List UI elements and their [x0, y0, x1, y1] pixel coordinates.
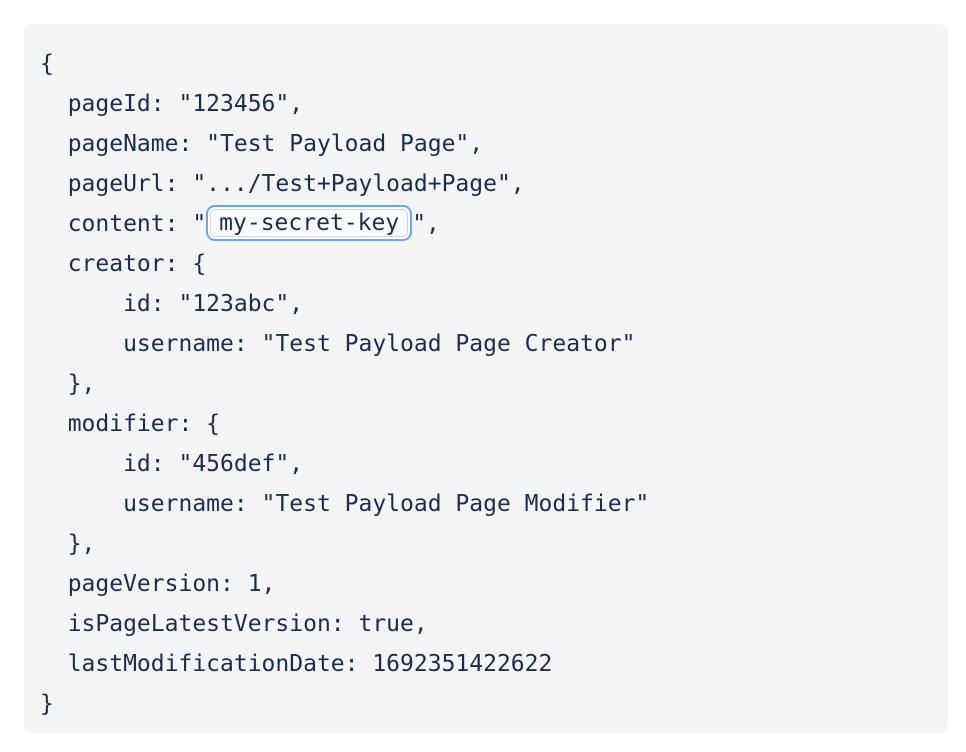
code-content: { pageId: "123456", pageName: "Test Payl… [40, 44, 932, 724]
code-text-before-highlight: content: " [40, 211, 207, 237]
code-line: { [40, 51, 54, 77]
code-line: isPageLatestVersion: true, [40, 611, 428, 637]
code-line: pageUrl: ".../Test+Payload+Page", [40, 171, 525, 197]
code-line: pageVersion: 1, [40, 571, 276, 597]
code-line: id: "123abc", [40, 291, 304, 317]
code-line: }, [40, 371, 96, 397]
code-line: } [40, 691, 54, 717]
code-line: id: "456def", [40, 451, 304, 477]
code-line: username: "Test Payload Page Modifier" [40, 491, 650, 517]
code-line: creator: { [40, 251, 207, 277]
code-line: lastModificationDate: 1692351422622 [40, 651, 553, 677]
code-line: }, [40, 531, 96, 557]
highlighted-secret-chip[interactable]: my-secret-key [206, 205, 413, 241]
json-payload-code-block: { pageId: "123456", pageName: "Test Payl… [24, 24, 948, 733]
code-line: pageName: "Test Payload Page", [40, 131, 484, 157]
highlighted-secret-value: my-secret-key [210, 209, 409, 237]
code-line: pageId: "123456", [40, 91, 304, 117]
code-line: username: "Test Payload Page Creator" [40, 331, 636, 357]
code-text-after-highlight: ", [412, 211, 440, 237]
code-line: content: "my-secret-key", [40, 204, 932, 244]
code-line: modifier: { [40, 411, 221, 437]
